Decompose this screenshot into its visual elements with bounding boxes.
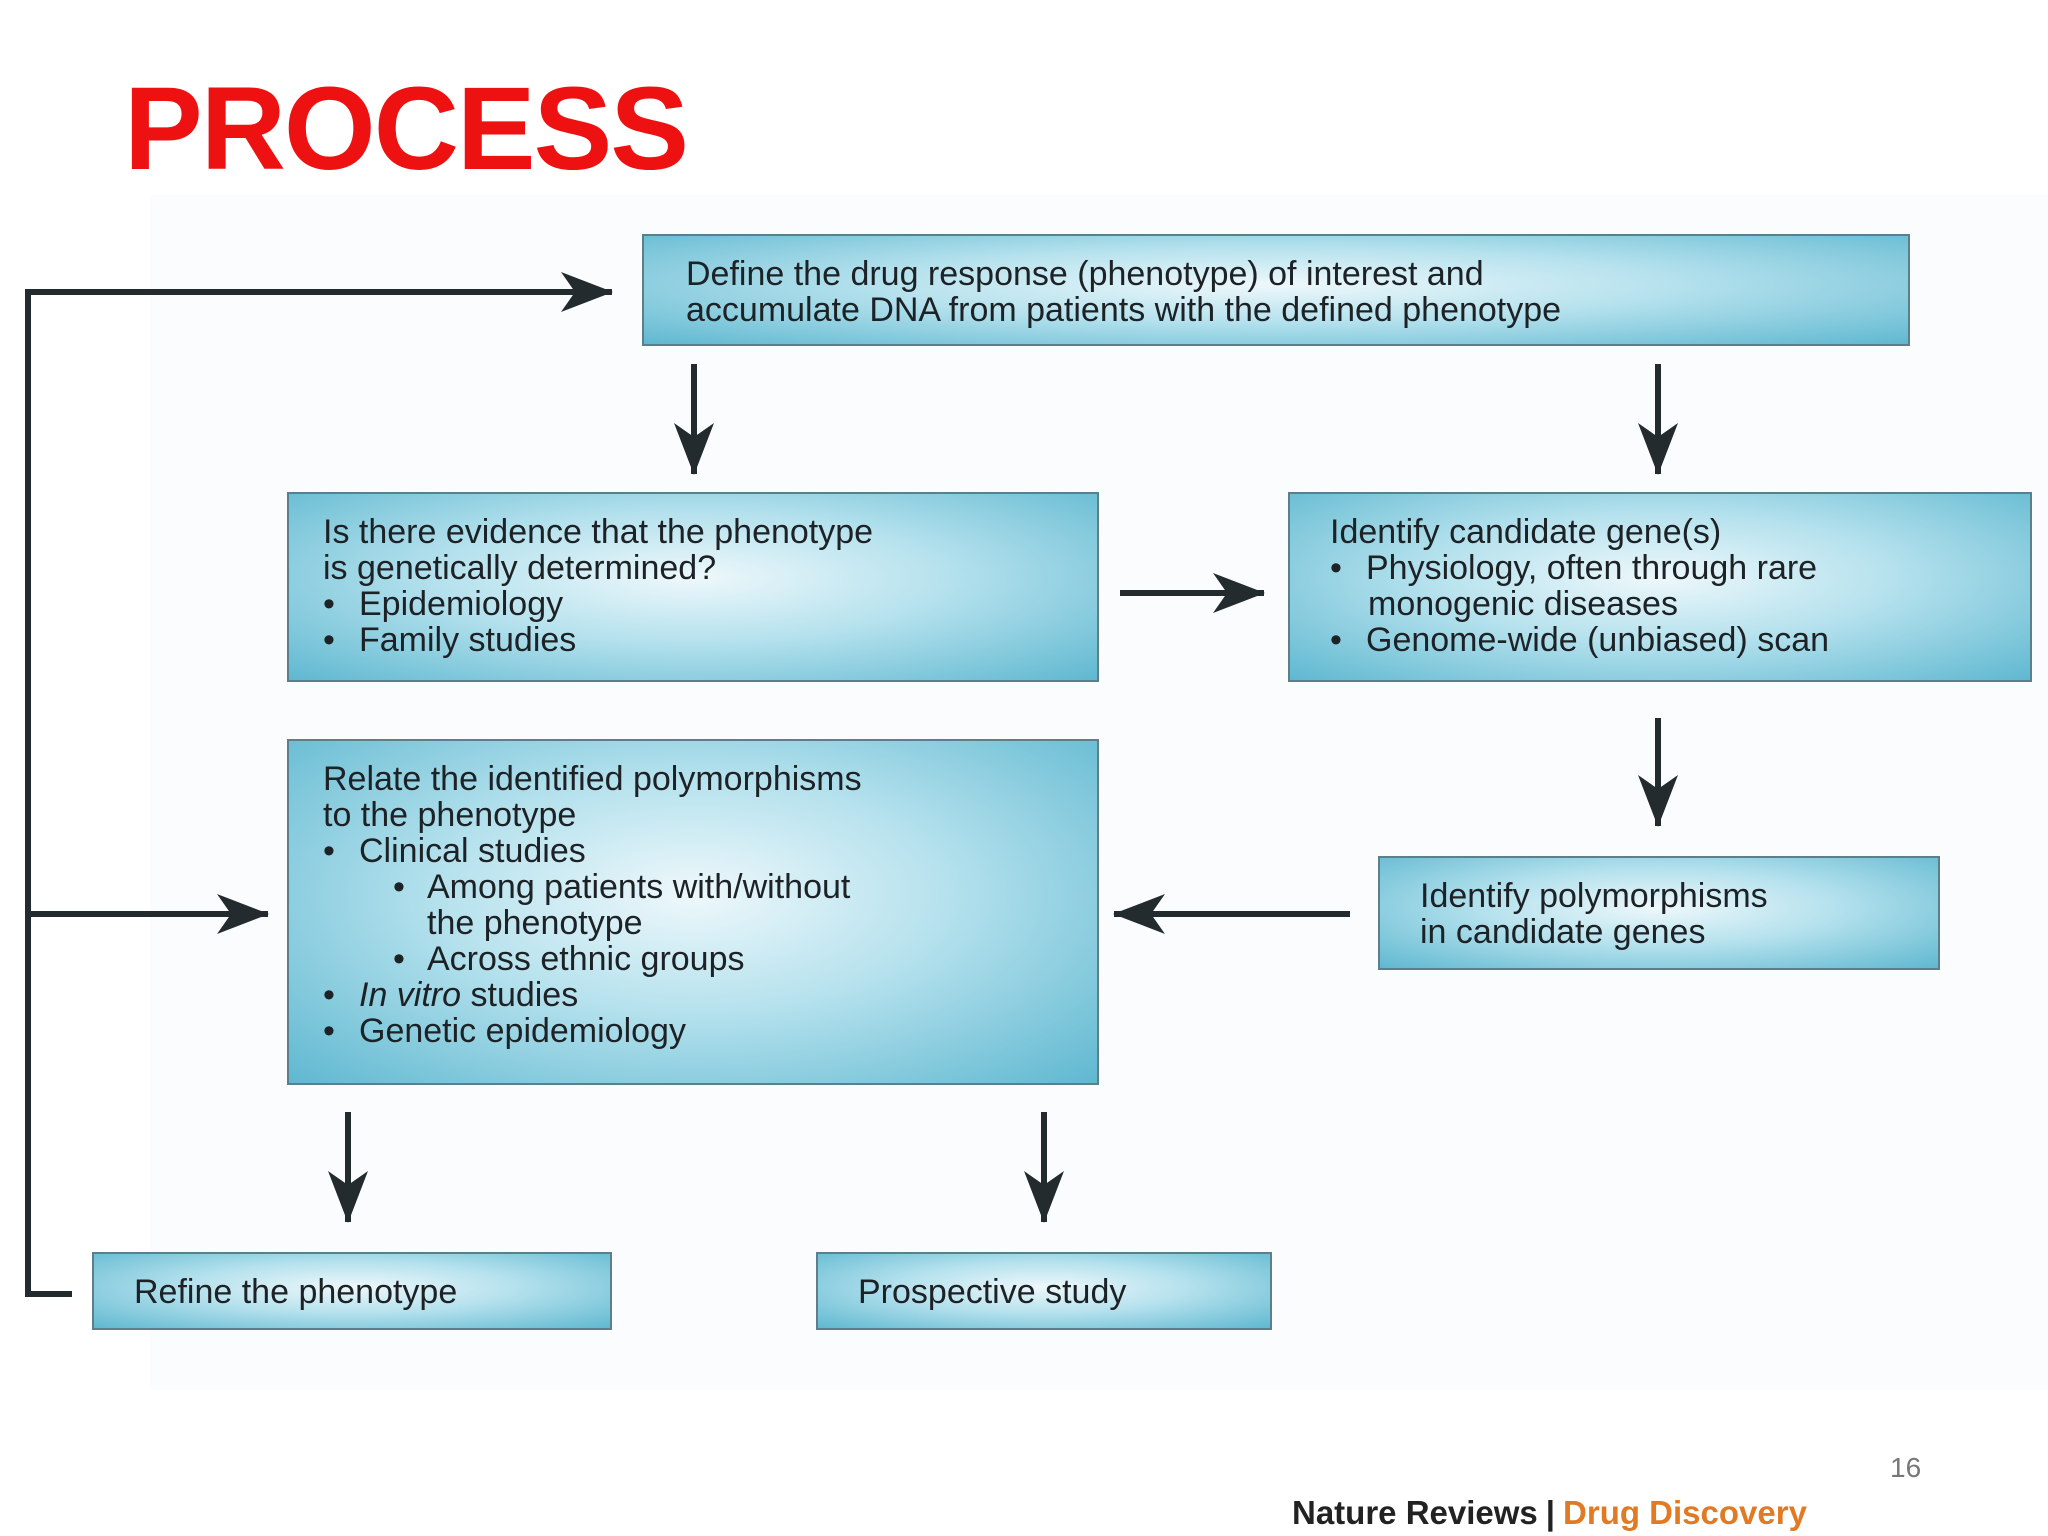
- figure-credit: Nature Reviews|Drug Discovery: [1292, 1494, 1807, 1532]
- relate-invitro-italic: In vitro: [359, 976, 462, 1014]
- box-identify-polymorphisms: Identify polymorphisms in candidate gene…: [1378, 856, 1940, 970]
- polymorphisms-line-1: Identify polymorphisms: [1420, 877, 1768, 915]
- define-line-1: Define the drug response (phenotype) of …: [686, 255, 1484, 293]
- credit-separator: |: [1545, 1494, 1556, 1531]
- define-line-2: accumulate DNA from patients with the de…: [686, 291, 1562, 329]
- evidence-bullet-family: Family studies: [323, 622, 1097, 658]
- page-number: 16: [1890, 1452, 1922, 1483]
- polymorphisms-line-2: in candidate genes: [1420, 913, 1706, 951]
- credit-section: Drug Discovery: [1563, 1494, 1807, 1531]
- relate-bullet-invitro: In vitro studies: [323, 977, 1097, 1013]
- box-prospective-study: Prospective study: [816, 1252, 1272, 1330]
- candidate-heading: Identify candidate gene(s): [1330, 513, 1722, 551]
- candidate-bullet-physiology-1: Physiology, often through rare: [1330, 550, 2030, 586]
- slide-title: PROCESS: [124, 63, 689, 195]
- feedback-loop-line: [25, 289, 560, 1297]
- relate-bullet-clinical: Clinical studies: [323, 833, 1097, 869]
- box-genetic-evidence: Is there evidence that the phenotype is …: [287, 492, 1099, 682]
- relate-heading-2: to the phenotype: [323, 796, 577, 834]
- relate-subbullet-patients-2: the phenotype: [427, 904, 643, 942]
- box-refine-phenotype: Refine the phenotype: [92, 1252, 612, 1330]
- relate-bullet-genetic-epidemiology: Genetic epidemiology: [323, 1013, 1097, 1049]
- credit-journal: Nature Reviews: [1292, 1494, 1538, 1531]
- candidate-bullet-physiology-2: monogenic diseases: [1368, 585, 1678, 623]
- refine-label: Refine the phenotype: [134, 1273, 458, 1311]
- box-candidate-genes: Identify candidate gene(s) Physiology, o…: [1288, 492, 2032, 682]
- evidence-heading-1: Is there evidence that the phenotype: [323, 513, 874, 551]
- relate-subbullet-patients-1: Among patients with/without: [323, 869, 1097, 905]
- candidate-bullet-genome-scan: Genome-wide (unbiased) scan: [1330, 622, 2030, 658]
- evidence-heading-2: is genetically determined?: [323, 549, 717, 587]
- prospective-label: Prospective study: [858, 1273, 1127, 1311]
- relate-subbullet-ethnic-text: Across ethnic groups: [393, 940, 745, 978]
- relate-invitro-rest: studies: [461, 976, 579, 1014]
- relate-subbullet-ethnic: Across ethnic groups: [323, 941, 1097, 977]
- relate-subbullet-patients-text: Among patients with/without: [393, 868, 850, 906]
- relate-heading-1: Relate the identified polymorphisms: [323, 760, 862, 798]
- box-define-phenotype: Define the drug response (phenotype) of …: [642, 234, 1910, 346]
- box-relate-polymorphisms: Relate the identified polymorphisms to t…: [287, 739, 1099, 1085]
- evidence-bullet-epidemiology: Epidemiology: [323, 586, 1097, 622]
